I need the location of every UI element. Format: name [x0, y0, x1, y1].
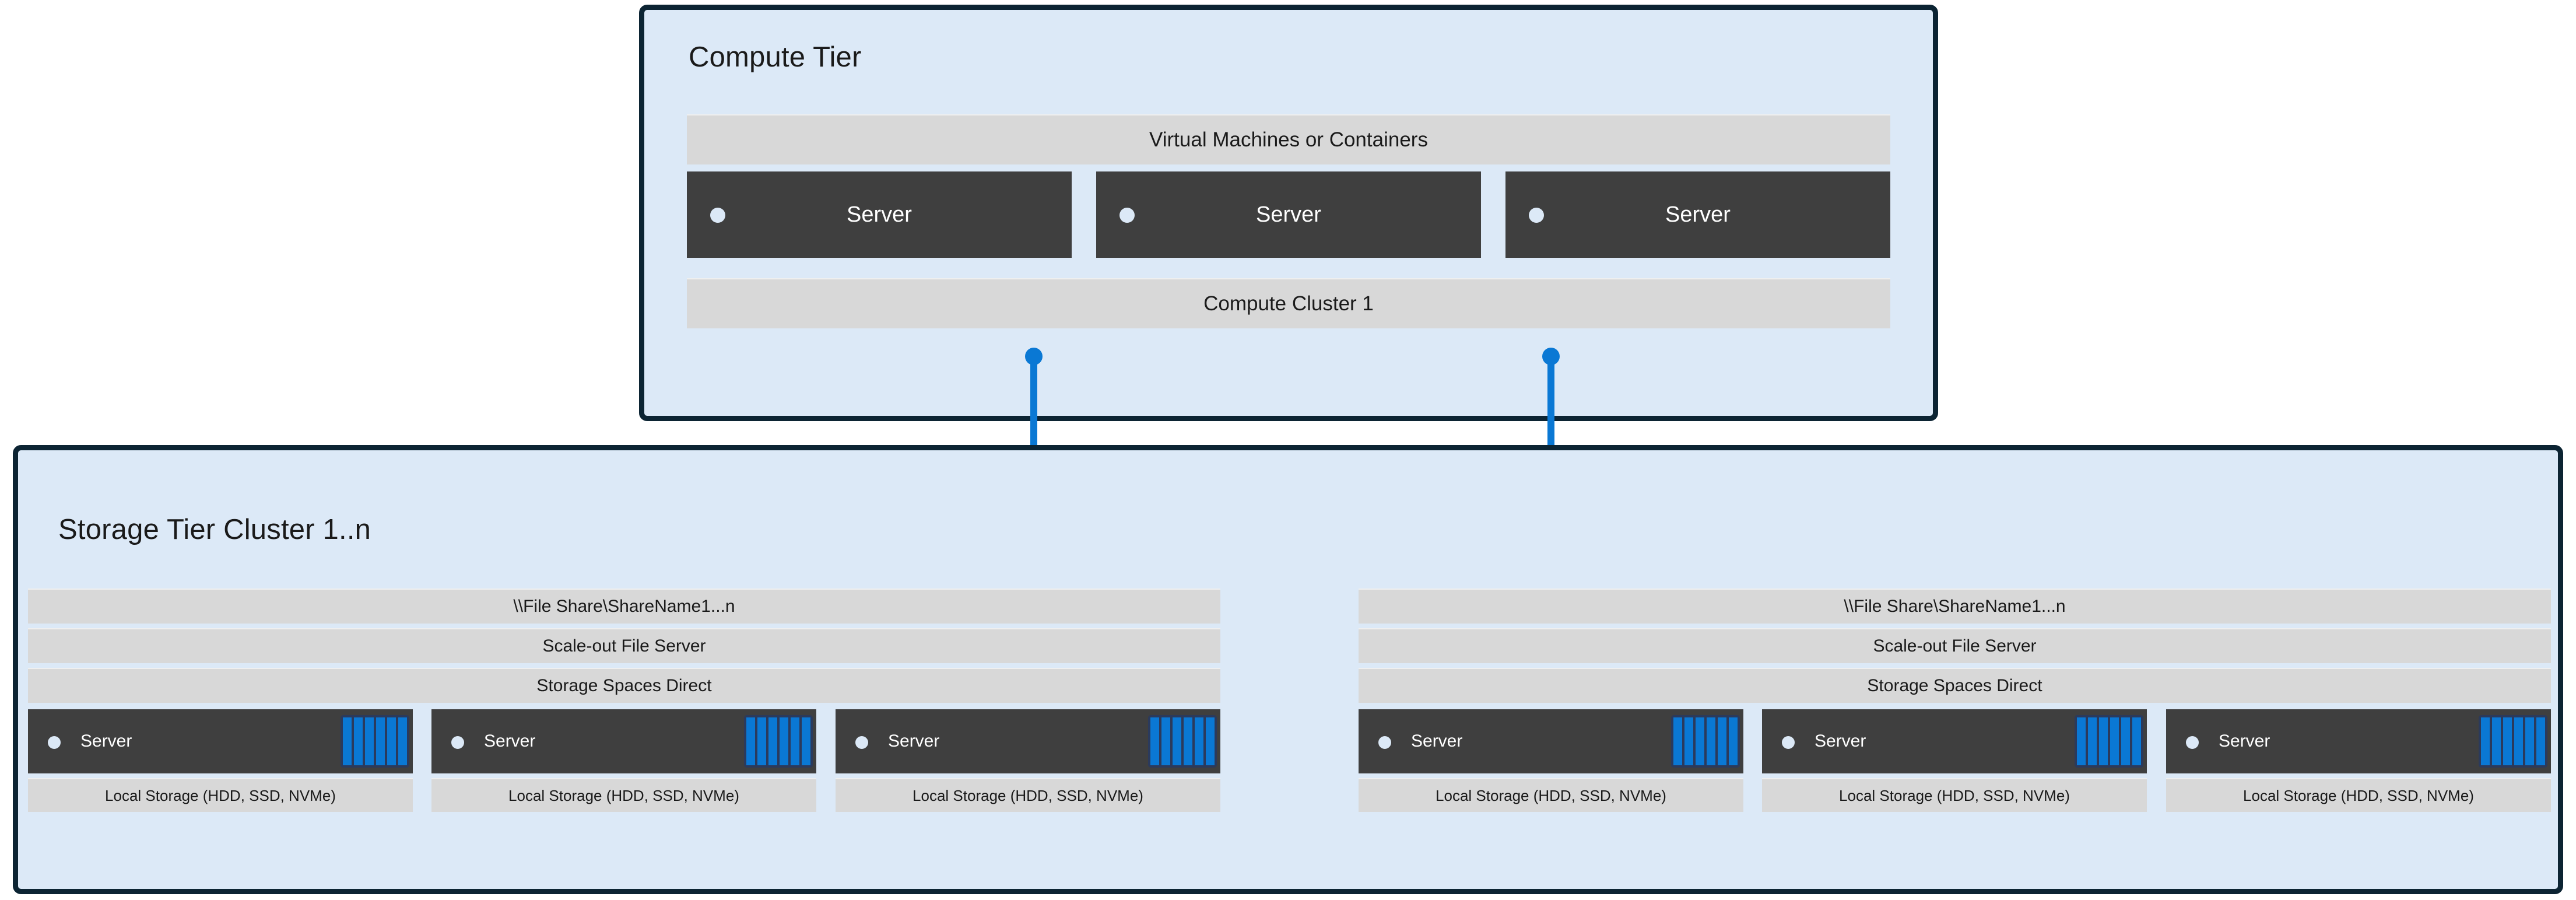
storage-server: Server	[1359, 709, 1743, 773]
storage-node-3: Server Local Storage (HDD, SSD, NVMe)	[2166, 709, 2551, 812]
disk-bay	[1173, 717, 1181, 765]
disk-bay	[343, 717, 352, 765]
local-storage-band: Local Storage (HDD, SSD, NVMe)	[431, 778, 816, 812]
compute-server-label: Server	[847, 202, 912, 227]
compute-server-label: Server	[1256, 202, 1321, 227]
storage-node-2: Server Local Storage (HDD, SSD, NVMe)	[431, 709, 816, 812]
disk-bay	[1161, 717, 1170, 765]
status-led-icon	[855, 736, 868, 749]
disk-bay	[1673, 717, 1682, 765]
disk-bay	[365, 717, 374, 765]
storage-server-label: Server	[1411, 731, 1463, 751]
disk-bay	[1184, 717, 1192, 765]
disk-bay	[2077, 717, 2086, 765]
scale-out-file-server-band: Scale-out File Server	[28, 628, 1220, 663]
disk-bay	[746, 717, 755, 765]
disk-bay	[1707, 717, 1715, 765]
status-led-icon	[1378, 736, 1391, 749]
storage-node-1: Server Local Storage (HDD, SSD, NVMe)	[28, 709, 413, 812]
scale-out-file-server-band: Scale-out File Server	[1359, 628, 2551, 663]
storage-server-label: Server	[2219, 731, 2270, 751]
compute-server-3: Server	[1505, 171, 1890, 258]
disk-bay	[2503, 717, 2512, 765]
storage-node-2: Server Local Storage (HDD, SSD, NVMe)	[1762, 709, 2147, 812]
disk-bay-array	[341, 715, 409, 768]
status-led-icon	[710, 208, 725, 223]
disk-bay-array	[744, 715, 813, 768]
compute-server-1: Server	[687, 171, 1072, 258]
status-led-icon	[2186, 736, 2199, 749]
disk-bay	[791, 717, 799, 765]
disk-bay	[2132, 717, 2141, 765]
status-led-icon	[1782, 736, 1795, 749]
disk-bay	[1696, 717, 1704, 765]
disk-bay	[1729, 717, 1738, 765]
storage-server: Server	[1762, 709, 2147, 773]
storage-server-label: Server	[484, 731, 536, 751]
disk-bay	[2099, 717, 2108, 765]
disk-bay-array	[2075, 715, 2143, 768]
storage-server-label: Server	[1815, 731, 1866, 751]
disk-bay	[2088, 717, 2097, 765]
disk-bay-array	[1671, 715, 1740, 768]
compute-server-2: Server	[1096, 171, 1481, 258]
disk-bay	[2492, 717, 2501, 765]
disk-bay	[2110, 717, 2119, 765]
local-storage-band: Local Storage (HDD, SSD, NVMe)	[28, 778, 413, 812]
disk-bay	[2481, 717, 2490, 765]
disk-bay	[354, 717, 363, 765]
compute-cluster-band: Compute Cluster 1	[687, 278, 1890, 328]
storage-server: Server	[2166, 709, 2551, 773]
disk-bay	[2525, 717, 2534, 765]
disk-bay-array	[1148, 715, 1217, 768]
storage-server-label: Server	[888, 731, 940, 751]
compute-server-label: Server	[1665, 202, 1731, 227]
disk-bay	[2514, 717, 2523, 765]
local-storage-band: Local Storage (HDD, SSD, NVMe)	[1359, 778, 1743, 812]
storage-tier-title: Storage Tier Cluster 1..n	[58, 514, 371, 545]
file-share-band: \\File Share\ShareName1...n	[1359, 589, 2551, 624]
storage-spaces-direct-band: Storage Spaces Direct	[1359, 668, 2551, 703]
storage-server: Server	[431, 709, 816, 773]
storage-node-3: Server Local Storage (HDD, SSD, NVMe)	[836, 709, 1220, 812]
disk-bay	[802, 717, 810, 765]
local-storage-band: Local Storage (HDD, SSD, NVMe)	[836, 778, 1220, 812]
disk-bay	[398, 717, 407, 765]
disk-bay	[1195, 717, 1203, 765]
local-storage-band: Local Storage (HDD, SSD, NVMe)	[2166, 778, 2551, 812]
storage-server-label: Server	[80, 731, 132, 751]
disk-bay	[768, 717, 777, 765]
disk-bay	[757, 717, 766, 765]
virtual-machines-band: Virtual Machines or Containers	[687, 114, 1890, 164]
file-share-band: \\File Share\ShareName1...n	[28, 589, 1220, 624]
disk-bay	[1150, 717, 1159, 765]
storage-spaces-direct-band: Storage Spaces Direct	[28, 668, 1220, 703]
status-led-icon	[1119, 208, 1135, 223]
disk-bay	[376, 717, 385, 765]
storage-server: Server	[28, 709, 413, 773]
local-storage-band: Local Storage (HDD, SSD, NVMe)	[1762, 778, 2147, 812]
status-led-icon	[48, 736, 61, 749]
disk-bay-array	[2479, 715, 2547, 768]
storage-server: Server	[836, 709, 1220, 773]
status-led-icon	[451, 736, 464, 749]
disk-bay	[1718, 717, 1726, 765]
disk-bay	[2536, 717, 2545, 765]
status-led-icon	[1529, 208, 1544, 223]
disk-bay	[2121, 717, 2130, 765]
disk-bay	[1684, 717, 1693, 765]
disk-bay	[780, 717, 788, 765]
storage-node-1: Server Local Storage (HDD, SSD, NVMe)	[1359, 709, 1743, 812]
compute-tier-title: Compute Tier	[689, 41, 862, 73]
disk-bay	[1206, 717, 1215, 765]
disk-bay	[387, 717, 396, 765]
